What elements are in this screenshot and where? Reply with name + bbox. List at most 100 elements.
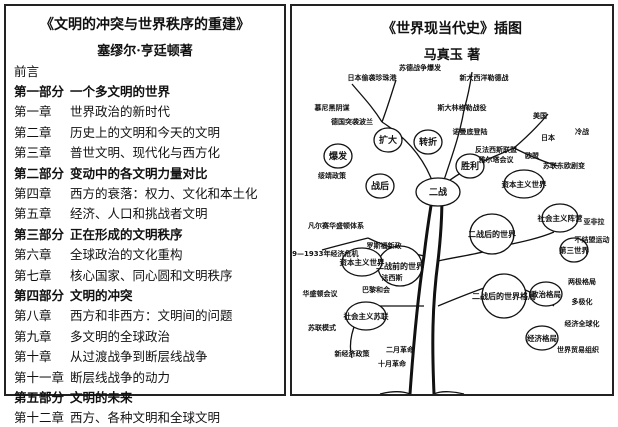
leaf-label: 法西斯 xyxy=(382,273,403,282)
toc-text: 正在形成的文明秩序 xyxy=(70,226,183,242)
history-tree-diagram: 二战 二战后的世界 二战前的世界 二战后的世界格局 资本主义世界 社会主义阵营 … xyxy=(292,63,610,394)
toc-text: 一个多文明的世界 xyxy=(70,84,171,100)
toc-text: 文明的冲突 xyxy=(70,287,133,303)
toc-num: 第八章 xyxy=(14,308,52,324)
leaf-label: 多极化 xyxy=(572,297,593,306)
toc-text: 历史上的文明和今天的文明 xyxy=(70,124,221,140)
node-turning xyxy=(413,129,443,155)
toc-line: 第四章西方的衰落：权力、文化和本土化 xyxy=(14,182,284,202)
leaf-label: 雅尔塔会议 xyxy=(478,155,515,164)
leaf-label: 反法西斯联盟 xyxy=(475,145,517,154)
toc-line: 第一章 世界政治的新时代 xyxy=(14,101,284,121)
leaf-label: 两极格局 xyxy=(568,277,596,286)
leaf-label: 1929—1933年经济危机 xyxy=(292,249,358,258)
node-label: 二战后的世界 xyxy=(468,229,517,239)
node-political-pattern xyxy=(529,281,563,307)
leaf-label: 日本 xyxy=(541,133,555,142)
node-capitalist-world2 xyxy=(341,247,383,277)
node-label: 扩大 xyxy=(379,134,397,146)
leaf-label: 不结盟运动 xyxy=(575,235,610,244)
leaf-label: 巴黎和会 xyxy=(362,285,391,294)
leaf-label: 苏联模式 xyxy=(308,323,336,332)
leaf-label: 绥靖政策 xyxy=(318,171,347,180)
toc-line: 第二部分变动中的各文明力量对比 xyxy=(14,162,284,182)
book-title: 《文明的冲突与世界秩序的重建》 xyxy=(40,17,250,33)
toc-text: 普世文明、现代化与西方化 xyxy=(70,145,221,161)
toc-text: 西方、各种文明和全球文明 xyxy=(70,410,221,426)
leaf-label: 亚非拉 xyxy=(584,217,605,226)
toc-num: 第一部分 xyxy=(14,84,65,100)
toc-text: 全球政治的文化重构 xyxy=(70,247,183,263)
node-label: 胜利 xyxy=(460,160,479,172)
right-panel: 《世界现当代史》插图 马真玉 著 xyxy=(290,4,614,396)
toc-line: 第九章多文明的全球政治 xyxy=(14,325,284,345)
node-label: 二战后的世界格局 xyxy=(472,291,536,301)
toc-num: 第十章 xyxy=(14,349,52,365)
node-third-world xyxy=(559,237,589,263)
toc-text: 经济、人口和挑战者文明 xyxy=(70,206,208,222)
toc-line: 第八章 西方和非西方：文明间的问题 xyxy=(14,305,284,325)
leaf-label: 苏联东欧剧变 xyxy=(543,161,585,170)
node-label: 爆发 xyxy=(329,150,348,162)
node-economic-pattern xyxy=(525,325,559,351)
toc-num: 前言 xyxy=(14,63,40,79)
leaf-label: 华盛顿会议 xyxy=(303,289,339,298)
node-label: 二战前的世界 xyxy=(376,261,425,271)
leaf-label: 冷战 xyxy=(575,127,589,136)
leaf-label: 新经济政策 xyxy=(335,349,371,358)
node-label: 资本主义世界 xyxy=(340,257,385,267)
toc-num: 第三部分 xyxy=(14,226,65,242)
toc-text: 变动中的各文明力量对比 xyxy=(70,165,208,181)
toc-num: 第九章 xyxy=(14,328,52,344)
toc-num: 第六章 xyxy=(14,247,52,263)
toc-num: 第二章 xyxy=(14,124,52,140)
leaf-labels: 苏德战争爆发 日本偷袭珍珠港 新大西洋勒德战 慕尼黑阴谋 德国突袭波兰 斯大林格… xyxy=(292,63,610,368)
toc-line: 第三部分正在形成的文明秩序 xyxy=(14,223,284,243)
toc-line: 第五章 经济、人口和挑战者文明 xyxy=(14,203,284,223)
toc-text: 西方和非西方：文明间的问题 xyxy=(70,308,233,324)
leaf-label: 德国突袭波兰 xyxy=(331,117,373,126)
toc-text: 世界政治的新时代 xyxy=(70,104,171,120)
leaf-label: 罗斯福新政 xyxy=(367,241,403,250)
leaf-label: 凡尔赛华盛顿体系 xyxy=(308,221,364,230)
leaf-label: 美国 xyxy=(533,111,547,120)
toc-num: 第三章 xyxy=(14,145,52,161)
tree-nodes xyxy=(323,127,589,351)
leaf-label: 苏德战争爆发 xyxy=(399,63,442,72)
leaf-label: 诺曼底登陆 xyxy=(453,127,488,136)
node-label: 第三世界 xyxy=(559,245,589,255)
leaf-label: 二月革命 xyxy=(386,345,415,354)
node-capitalist-world xyxy=(503,169,545,199)
node-war2 xyxy=(415,177,461,207)
toc-num: 第七章 xyxy=(14,267,52,283)
leaf-label: 十月革命 xyxy=(378,359,407,368)
node-expand xyxy=(373,127,403,153)
toc-text: 从过渡战争到断层线战争 xyxy=(70,349,208,365)
node-labels: 二战 二战后的世界 二战前的世界 二战后的世界格局 资本主义世界 社会主义阵营 … xyxy=(329,134,590,343)
toc-line: 第二章 历史上的文明和今天的文明 xyxy=(14,121,284,141)
node-outbreak xyxy=(323,143,353,169)
node-postwar xyxy=(469,213,515,255)
node-label: 政治格局 xyxy=(531,289,561,299)
toc-line: 第五部分文明的未来 xyxy=(14,386,284,406)
toc-line: 第七章核心国家、同心圆和文明秩序 xyxy=(14,264,284,284)
node-label: 资本主义世界 xyxy=(502,179,547,189)
toc-num: 第十二章 xyxy=(14,410,65,426)
toc-num: 第四章 xyxy=(14,186,52,202)
node-socialist-camp xyxy=(541,203,579,233)
node-label: 经济格局 xyxy=(527,333,557,343)
toc-num: 第二部分 xyxy=(14,165,65,181)
toc-line: 第一部分一个多文明的世界 xyxy=(14,80,284,100)
toc-num: 第一章 xyxy=(14,104,52,120)
leaf-label: 斯大林格勒战役 xyxy=(438,103,488,112)
node-label: 战后 xyxy=(371,180,389,192)
leaf-label: 经济全球化 xyxy=(565,319,600,328)
node-label: 二战 xyxy=(429,186,447,198)
illustration-title: 《世界现当代史》插图 xyxy=(382,21,522,37)
book-author: 塞缪尔·亨廷顿著 xyxy=(97,44,193,59)
toc-line: 第十章 从过渡战争到断层线战争 xyxy=(14,345,284,365)
toc-num: 第五章 xyxy=(14,206,52,222)
toc-text: 文明的未来 xyxy=(70,389,133,405)
toc-line: 前言 xyxy=(14,60,284,80)
node-label: 社会主义阵营 xyxy=(537,213,583,223)
